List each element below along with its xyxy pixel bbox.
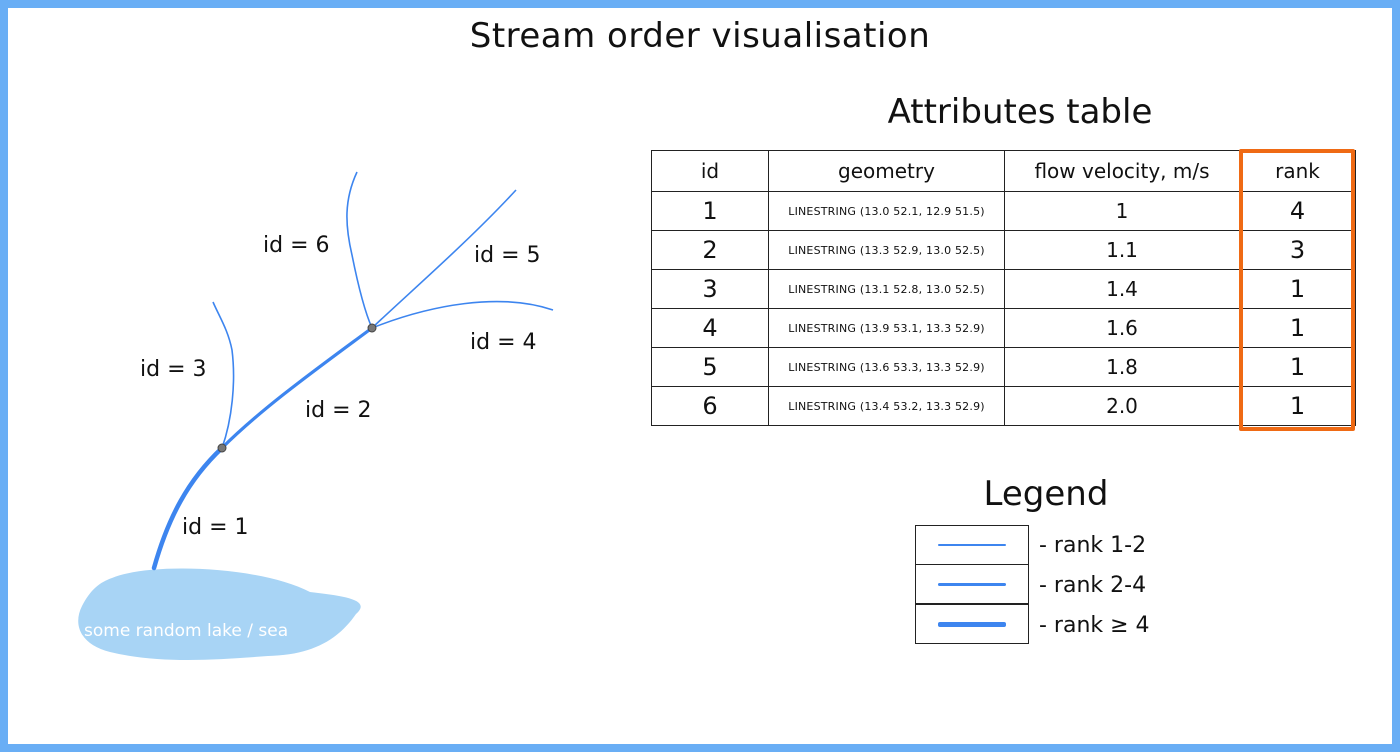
stream-segment-1 (151, 445, 225, 571)
cell-flow-velocity: 1.6 (1004, 308, 1240, 348)
column-header-id: id (651, 150, 769, 192)
cell-flow-velocity: 1.1 (1004, 230, 1240, 270)
table-row: 5 LINESTRING (13.6 53.3, 13.3 52.9) 1.8 … (651, 347, 1356, 387)
legend-item: - rank 2-4 (915, 564, 1150, 605)
cell-geometry: LINESTRING (13.9 53.1, 13.3 52.9) (768, 308, 1005, 348)
segment-label-6: id = 6 (263, 233, 330, 258)
cell-flow-velocity: 1.8 (1004, 347, 1240, 387)
segment-label-1: id = 1 (182, 515, 249, 540)
legend: - rank 1-2 - rank 2-4 - rank ≥ 4 (915, 525, 1150, 645)
legend-item: - rank ≥ 4 (915, 604, 1150, 645)
stream-segment-5 (371, 189, 517, 329)
attributes-table-title: Attributes table (887, 92, 1153, 132)
segment-label-2: id = 2 (305, 398, 372, 423)
legend-swatch (915, 564, 1029, 605)
segment-label-5: id = 5 (474, 243, 541, 268)
legend-swatch (915, 604, 1029, 645)
legend-label: - rank ≥ 4 (1039, 612, 1150, 638)
legend-item: - rank 1-2 (915, 525, 1150, 565)
stream-segment-6 (346, 171, 373, 329)
page-title: Stream order visualisation (469, 16, 931, 56)
cell-flow-velocity: 1.4 (1004, 269, 1240, 309)
cell-geometry: LINESTRING (13.4 53.2, 13.3 52.9) (768, 386, 1005, 426)
legend-label: - rank 1-2 (1039, 532, 1147, 558)
cell-id: 3 (651, 269, 769, 309)
cell-id: 5 (651, 347, 769, 387)
stream-diagram: some random lake / sea id = 1 id = 2 id … (78, 171, 554, 660)
lake-label: some random lake / sea (84, 621, 288, 641)
legend-title: Legend (983, 474, 1109, 514)
legend-line-thin (938, 544, 1006, 546)
column-header-flow-velocity: flow velocity, m/s (1004, 150, 1240, 192)
legend-line-thick (938, 621, 1006, 627)
cell-rank: 4 (1239, 191, 1356, 231)
table-header-row: id geometry flow velocity, m/s rank (651, 150, 1356, 192)
stream-segment-4 (371, 300, 554, 329)
table-row: 6 LINESTRING (13.4 53.2, 13.3 52.9) 2.0 … (651, 386, 1356, 426)
cell-rank: 1 (1239, 347, 1356, 387)
cell-rank: 3 (1239, 230, 1356, 270)
cell-flow-velocity: 1 (1004, 191, 1240, 231)
cell-id: 6 (651, 386, 769, 426)
stream-segment-2 (220, 326, 374, 450)
table-row: 3 LINESTRING (13.1 52.8, 13.0 52.5) 1.4 … (651, 269, 1356, 309)
cell-id: 2 (651, 230, 769, 270)
legend-line-medium (938, 582, 1006, 586)
junction-node (367, 323, 377, 333)
rank-column-highlight (1239, 149, 1355, 431)
cell-id: 4 (651, 308, 769, 348)
column-header-geometry: geometry (768, 150, 1005, 192)
segment-label-4: id = 4 (470, 330, 537, 355)
attributes-table: id geometry flow velocity, m/s rank 1 LI… (651, 150, 1356, 426)
table-row: 1 LINESTRING (13.0 52.1, 12.9 51.5) 1 4 (651, 191, 1356, 231)
legend-swatch (915, 525, 1029, 565)
table-row: 2 LINESTRING (13.3 52.9, 13.0 52.5) 1.1 … (651, 230, 1356, 270)
cell-rank: 1 (1239, 386, 1356, 426)
lake-shape (78, 568, 361, 660)
cell-geometry: LINESTRING (13.0 52.1, 12.9 51.5) (768, 191, 1005, 231)
cell-geometry: LINESTRING (13.3 52.9, 13.0 52.5) (768, 230, 1005, 270)
legend-label: - rank 2-4 (1039, 572, 1147, 598)
stream-segment-3 (212, 301, 235, 449)
segment-label-3: id = 3 (140, 357, 207, 382)
cell-geometry: LINESTRING (13.1 52.8, 13.0 52.5) (768, 269, 1005, 309)
column-header-rank: rank (1239, 150, 1356, 192)
cell-geometry: LINESTRING (13.6 53.3, 13.3 52.9) (768, 347, 1005, 387)
cell-id: 1 (651, 191, 769, 231)
table-row: 4 LINESTRING (13.9 53.1, 13.3 52.9) 1.6 … (651, 308, 1356, 348)
cell-rank: 1 (1239, 269, 1356, 309)
junction-node (217, 443, 227, 453)
cell-flow-velocity: 2.0 (1004, 386, 1240, 426)
